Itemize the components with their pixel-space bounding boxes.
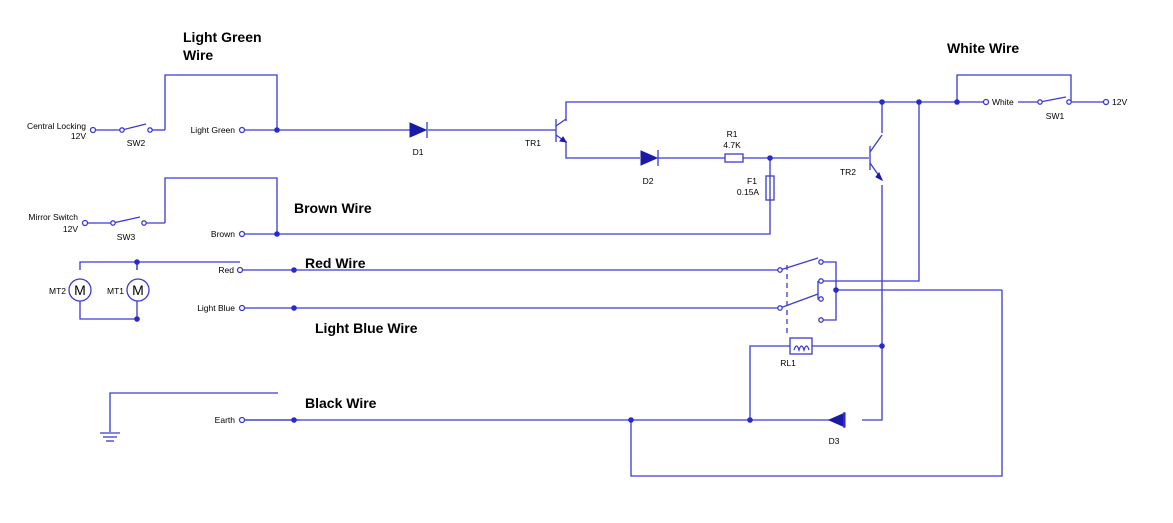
red-terminal-label: Red — [218, 265, 234, 275]
earth-terminal-label: Earth — [215, 415, 236, 425]
fuse-f1 — [765, 175, 775, 201]
ground-icon — [100, 432, 120, 442]
light-blue-terminal-label: Light Blue — [197, 303, 235, 313]
light-green-wire-heading-line2: Wire — [183, 47, 213, 63]
r1-value-label: 4.7K — [723, 140, 741, 150]
wires — [79, 74, 1104, 477]
brown-wire-heading: Brown Wire — [294, 200, 372, 216]
white-terminal-label: White — [992, 97, 1014, 107]
tr1-label: TR1 — [525, 138, 541, 148]
light-green-wire-heading-line1: Light Green — [183, 29, 262, 45]
white-wire-heading: White Wire — [947, 40, 1019, 56]
motor-mt2 — [68, 278, 92, 302]
d2-label: D2 — [643, 176, 654, 186]
transistor-tr2 — [869, 134, 883, 182]
f1-name-label: F1 — [747, 176, 757, 186]
d1-label: D1 — [413, 147, 424, 157]
terminals — [81, 98, 1110, 424]
resistor-r1 — [724, 153, 744, 163]
diode-d1 — [409, 122, 428, 138]
mirror-switch-label-line2: 12V — [63, 224, 78, 234]
mt2-label: MT2 — [49, 286, 66, 296]
sw1-label: SW1 — [1046, 111, 1065, 121]
light-green-terminal-label: Light Green — [191, 125, 236, 135]
black-wire-heading: Black Wire — [305, 395, 377, 411]
diode-d3 — [827, 412, 846, 428]
red-wire-heading: Red Wire — [305, 255, 366, 271]
rl1-label: RL1 — [780, 358, 796, 368]
motor-mt1-symbol: M — [132, 282, 144, 298]
transistor-tr1 — [555, 118, 567, 143]
d3-label: D3 — [829, 436, 840, 446]
brown-terminal-label: Brown — [211, 229, 235, 239]
central-locking-label-line1: Central Locking — [27, 121, 86, 131]
sw3-label: SW3 — [117, 232, 136, 242]
junctions — [134, 99, 960, 423]
tr2-label: TR2 — [840, 167, 856, 177]
mirror-switch-label-line1: Mirror Switch — [28, 212, 78, 222]
f1-value-label: 0.15A — [737, 187, 760, 197]
sw2-label: SW2 — [127, 138, 146, 148]
relay-coil-rl1 — [789, 337, 813, 355]
r1-name-label: R1 — [727, 129, 738, 139]
light-blue-wire-heading: Light Blue Wire — [315, 320, 418, 336]
motor-mt2-symbol: M — [74, 282, 86, 298]
central-locking-label-line2: 12V — [71, 131, 86, 141]
diode-d2 — [640, 150, 659, 166]
mt1-label: MT1 — [107, 286, 124, 296]
motor-mt1 — [126, 278, 150, 302]
supply-12v-label: 12V — [1112, 97, 1127, 107]
